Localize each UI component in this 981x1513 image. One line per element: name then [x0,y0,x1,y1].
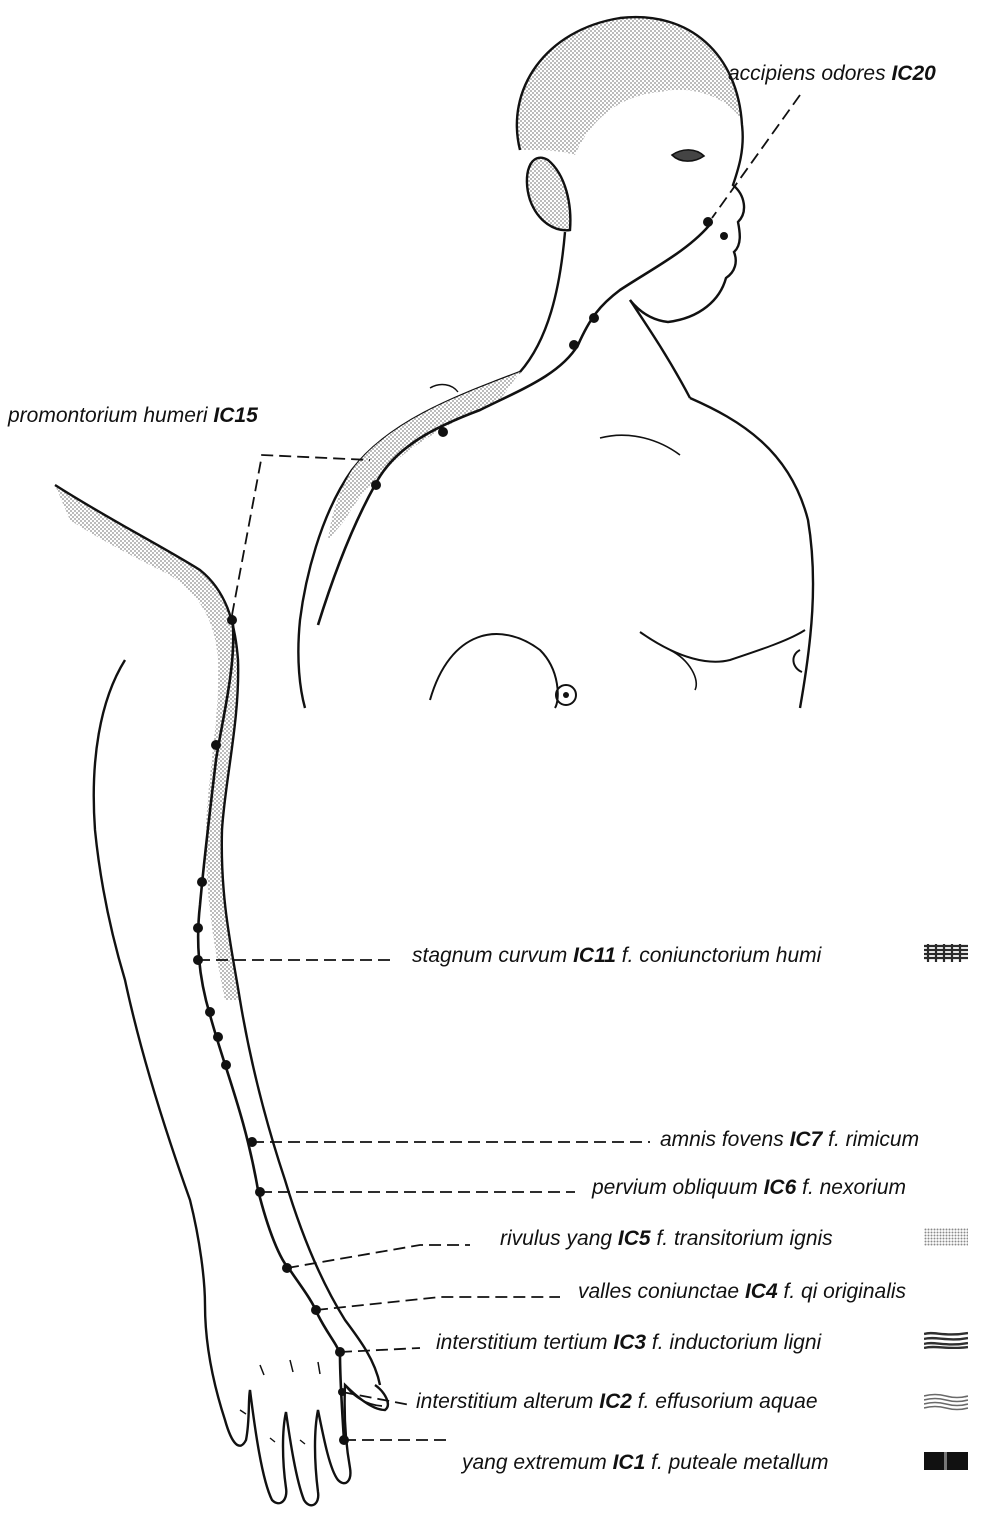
point-code: IC15 [213,404,257,427]
point-name: interstitium tertium [436,1331,608,1354]
swatch-metal-icon [924,1452,968,1470]
neck [520,232,565,372]
point-name: stagnum curvum [412,944,567,967]
swatch-water-icon [924,1393,968,1411]
point-name: pervium obliquum [592,1176,758,1199]
acupoint-ic19 [720,232,728,240]
leader-ic2 [342,1392,410,1405]
leader-ic4 [316,1297,560,1310]
label-ic2: interstitium alterum IC2 f. effusorium a… [416,1390,818,1414]
point-function: f. inductorium ligni [652,1331,821,1354]
point-name: yang extremum [462,1451,607,1474]
acupoint-ic20 [703,217,713,227]
point-code: IC6 [764,1176,797,1199]
swatch-fire-icon [924,1228,968,1246]
label-ic7: amnis fovens IC7 f. rimicum [660,1128,919,1152]
acupoint-ic8 [221,1060,231,1070]
point-code: IC3 [613,1331,646,1354]
point-function: f. puteale metallum [651,1451,828,1474]
point-code: IC1 [613,1451,646,1474]
label-ic1: yang extremum IC1 f. puteale metallum [462,1451,829,1475]
leader-ic5 [287,1245,470,1268]
point-function: f. transitorium ignis [656,1227,832,1250]
acupoint-ic14 [227,615,237,625]
point-name: accipiens odores [728,62,886,85]
point-function: f. coniunctorium humi [622,944,822,967]
nipple-right [793,650,802,672]
label-ic6: pervium obliquum IC6 f. nexorium [592,1176,906,1200]
acupoint-ic15 [371,480,381,490]
pectoral [430,634,558,708]
point-name: promontorium humeri [8,404,208,427]
point-code: IC20 [891,62,935,85]
leader-ic20 [712,95,800,218]
hand [205,1305,388,1505]
label-ic3: interstitium tertium IC3 f. inductorium … [436,1331,821,1355]
acupoint-ic12 [197,877,207,887]
point-name: rivulus yang [500,1227,612,1250]
acupoint-ic16 [438,427,448,437]
acupoint-ic18 [589,313,599,323]
swatch-earth-icon [924,944,968,962]
acupoint-ic10 [205,1007,215,1017]
point-code: IC11 [573,944,616,967]
point-function: f. rimicum [828,1128,919,1151]
swatch-wood-icon [924,1331,968,1349]
acupoint-ic13 [211,740,221,750]
point-function: f. effusorium aquae [638,1390,818,1413]
arm-inner-edge [94,660,205,1305]
acupoint-ic17 [569,340,579,350]
label-ic11: stagnum curvum IC11 f. coniunctorium hum… [412,944,821,968]
label-ic20: accipiens odores IC20 [728,62,936,86]
point-code: IC2 [599,1390,632,1413]
label-ic4: valles coniunctae IC4 f. qi originalis [578,1280,906,1304]
eye [672,150,704,161]
point-code: IC5 [618,1227,651,1250]
point-name: valles coniunctae [578,1280,739,1303]
acupoint-ic12b [193,923,203,933]
hair [517,17,742,155]
leader-ic3 [340,1348,420,1352]
label-ic5: rivulus yang IC5 f. transitorium ignis [500,1227,833,1251]
head-and-torso [298,17,813,708]
point-code: IC7 [790,1128,823,1151]
label-ic15: promontorium humeri IC15 [8,404,258,428]
point-code: IC4 [745,1280,778,1303]
point-name: interstitium alterum [416,1390,593,1413]
acupoint-ic9 [213,1032,223,1042]
point-function: f. qi originalis [783,1280,906,1303]
point-name: amnis fovens [660,1128,784,1151]
point-function: f. nexorium [802,1176,906,1199]
ear [527,158,570,231]
